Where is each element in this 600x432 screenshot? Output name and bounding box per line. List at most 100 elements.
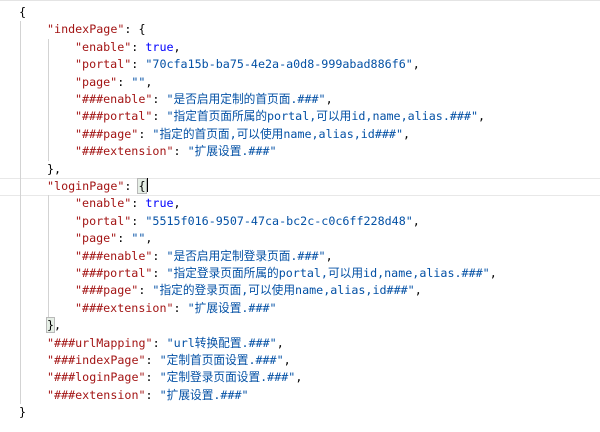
punctuation: , [412, 57, 420, 72]
punctuation: : [152, 266, 167, 280]
json-key: "enable" [75, 196, 132, 211]
punctuation: , [478, 109, 486, 124]
punctuation: , [283, 353, 291, 367]
punctuation: , [412, 213, 420, 228]
punctuation: : [173, 144, 188, 159]
code-line[interactable]: "###loginPage": "定制登录页面设置.###", [47, 369, 302, 386]
json-key: "###urlMapping" [47, 335, 153, 350]
code-line[interactable]: "###page": "指定的登录页面,可以使用name,alias,id###… [75, 282, 422, 299]
punctuation: : [152, 109, 167, 124]
json-string: "定制登录页面设置.###" [159, 370, 296, 385]
json-key: "###portal" [75, 266, 153, 280]
code-line[interactable]: "###indexPage": "定制首页面设置.###", [47, 352, 291, 369]
tab-divider [0, 0, 600, 1]
punctuation: : [124, 179, 139, 193]
json-key: "indexPage" [47, 22, 125, 37]
indent-guide [48, 38, 49, 161]
punctuation: : [145, 387, 160, 402]
punctuation: , [295, 370, 303, 385]
json-key: "###extension" [47, 387, 146, 402]
json-string: "是否启用定制的首页面.###" [166, 92, 326, 106]
json-boolean: true [145, 39, 174, 54]
punctuation: : [131, 39, 146, 54]
punctuation: : [138, 283, 153, 298]
json-key: "###portal" [75, 109, 153, 124]
code-line[interactable]: "page": "", [75, 74, 152, 91]
code-line[interactable]: "###extension": "扩展设置.###" [47, 387, 249, 404]
code-line[interactable]: { [19, 4, 26, 21]
json-string: "url转换配置.###" [166, 335, 277, 350]
json-string: "" [131, 231, 146, 246]
code-line[interactable]: "indexPage": { [47, 21, 146, 38]
json-key: "###extension" [75, 300, 174, 315]
code-line[interactable]: "###enable": "是否启用定制登录页面.###", [75, 248, 333, 265]
punctuation: : { [124, 22, 146, 37]
punctuation: : [145, 353, 160, 367]
code-line[interactable]: }, [45, 317, 62, 334]
json-string: "扩展设置.###" [159, 387, 249, 402]
punctuation: , [325, 248, 333, 263]
json-key: "###loginPage" [47, 370, 146, 385]
code-line[interactable]: "portal": "70cfa15b-ba75-4e2a-a0d8-999ab… [75, 56, 420, 73]
code-line[interactable]: "enable": true, [75, 39, 181, 56]
code-line[interactable]: "###page": "指定的首页面,可以使用name,alias,id###"… [75, 126, 410, 143]
punctuation: , [414, 283, 422, 298]
code-line[interactable]: "page": "", [75, 230, 152, 247]
punctuation: : [152, 92, 167, 106]
json-key: "page" [75, 231, 118, 246]
json-string: "是否启用定制登录页面.###" [166, 248, 326, 263]
punctuation: : [145, 370, 160, 385]
json-string: "指定首页面所属的portal,可以用id,name,alias.###" [166, 109, 478, 124]
code-line[interactable]: "portal": "5515f016-9507-47ca-bc2c-c0c6f… [75, 213, 420, 230]
punctuation: } [19, 405, 27, 420]
json-key: "loginPage" [47, 179, 125, 193]
json-key: "enable" [75, 39, 132, 54]
json-string: "" [131, 74, 146, 89]
json-string: "70cfa15b-ba75-4e2a-a0d8-999abad886f6" [145, 57, 413, 72]
punctuation: , [173, 39, 181, 54]
code-line[interactable]: "###portal": "指定首页面所属的portal,可以用id,name,… [75, 108, 485, 125]
json-key: "###page" [75, 126, 139, 141]
code-line[interactable]: "###portal": "指定登录页面所属的portal,可以用id,name… [75, 265, 497, 282]
code-line[interactable]: "###extension": "扩展设置.###" [75, 143, 277, 160]
indent-guide [48, 195, 49, 318]
json-key: "###page" [75, 283, 139, 298]
punctuation: }, [47, 161, 62, 176]
punctuation: { [19, 5, 27, 19]
json-key: "###indexPage" [47, 353, 146, 367]
json-string: "指定的登录页面,可以使用name,alias,id###" [152, 283, 415, 298]
json-boolean: true [145, 196, 174, 211]
json-string: "定制首页面设置.###" [159, 353, 284, 367]
punctuation: : [131, 57, 146, 72]
punctuation: : [131, 213, 146, 228]
code-line[interactable]: "enable": true, [75, 195, 181, 212]
punctuation: : [152, 335, 167, 350]
json-string: "扩展设置.###" [187, 144, 277, 159]
text-cursor [145, 178, 148, 192]
json-string: "扩展设置.###" [187, 300, 277, 315]
json-key: "###enable" [75, 92, 153, 106]
json-string: "5515f016-9507-47ca-bc2c-c0c6ff228d48" [145, 213, 413, 228]
code-line[interactable]: "###urlMapping": "url转换配置.###", [47, 335, 284, 352]
punctuation: , [403, 126, 411, 141]
json-key: "###enable" [75, 248, 153, 263]
current-line-highlight [0, 178, 600, 196]
punctuation: , [325, 92, 333, 106]
indent-guide [20, 21, 21, 405]
code-line[interactable]: "loginPage": { [47, 178, 148, 195]
code-line[interactable]: "###extension": "扩展设置.###" [75, 300, 277, 317]
punctuation: , [145, 74, 153, 89]
punctuation: , [54, 318, 62, 333]
bracket-match: } [45, 317, 56, 334]
json-key: "page" [75, 74, 118, 89]
punctuation: : [152, 248, 167, 263]
code-line[interactable]: }, [47, 161, 61, 178]
punctuation: : [117, 231, 132, 246]
punctuation: : [138, 126, 153, 141]
code-line[interactable]: } [19, 404, 26, 421]
punctuation: : [131, 196, 146, 211]
code-line[interactable]: "###enable": "是否启用定制的首页面.###", [75, 91, 333, 108]
json-string: "指定的首页面,可以使用name,alias,id###" [152, 126, 403, 141]
punctuation: , [173, 196, 181, 211]
